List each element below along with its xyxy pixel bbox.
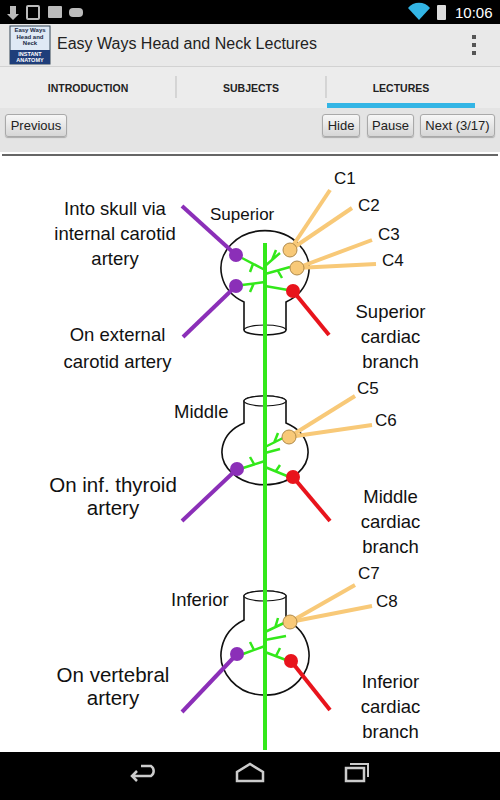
battery-icon <box>437 5 446 20</box>
ganglion-name: Middle <box>174 401 229 423</box>
callout-number: C3 <box>378 225 408 245</box>
nav-bar <box>0 752 500 800</box>
home-icon <box>237 764 263 781</box>
toolbar-button: Next (3/17) <box>420 114 495 137</box>
callout-number: C5 <box>357 379 387 399</box>
cardiac-note: Superior cardiac branch <box>343 299 438 374</box>
spinal-ramus <box>290 606 372 622</box>
artery-branch <box>183 286 236 337</box>
menu-dot <box>472 43 476 47</box>
menu-dot <box>472 51 476 55</box>
cardiac-branch <box>293 477 330 521</box>
app-icon <box>10 26 50 64</box>
tab-label: LECTURES <box>326 81 476 95</box>
ganglion-name: Superior <box>210 205 274 225</box>
cardiac-note: Inferior cardiac branch <box>343 669 438 744</box>
toolbar-button: Hide <box>322 114 360 137</box>
app-title: Easy Ways Head and Neck Lectures <box>57 35 317 53</box>
back-icon <box>132 766 154 781</box>
artery-note: Into skull via internal carotid artery <box>40 196 190 271</box>
icon-text: INSTANT ANATOMY <box>10 51 50 63</box>
branch-lines <box>182 190 376 712</box>
toolbar-button: Pause <box>367 114 414 137</box>
callout-number: C4 <box>382 251 412 271</box>
button-label: Next (3/17) <box>425 118 489 133</box>
toolbar-button: Previous <box>5 114 67 137</box>
ganglion-outline <box>221 231 309 337</box>
spinal-ramus <box>290 585 355 622</box>
tab-divider <box>0 66 500 67</box>
callout-number: C6 <box>375 411 405 431</box>
status-bar <box>0 0 500 24</box>
tab-separator <box>326 76 327 98</box>
media-icon <box>48 6 62 18</box>
cardiac-branch <box>293 291 329 335</box>
gamepad-icon <box>69 8 83 17</box>
content-divider <box>2 154 498 156</box>
tab-label: INTRODUCTION <box>0 81 176 95</box>
tab-indicator <box>327 103 475 108</box>
icon-text: Easy Ways Head and Neck <box>11 27 49 47</box>
button-label: Previous <box>11 118 62 133</box>
wifi-icon <box>408 3 430 20</box>
callout-number: C1 <box>334 169 364 189</box>
overflow-menu <box>472 35 476 55</box>
clipboard-icon <box>27 6 39 19</box>
recents-icon <box>346 768 364 781</box>
menu-dot <box>472 35 476 39</box>
ganglion-shape <box>220 222 310 337</box>
download-icon <box>7 6 19 20</box>
callout-number: C2 <box>358 196 388 216</box>
ganglion-outline <box>222 393 308 493</box>
button-label: Hide <box>328 118 355 133</box>
trunk-connector <box>263 337 267 393</box>
tab-label: SUBJECTS <box>176 81 326 95</box>
ganglion-shape <box>220 393 310 493</box>
cardiac-note: Middle cardiac branch <box>343 484 438 559</box>
ganglion-shape <box>220 588 310 703</box>
action-bar <box>0 24 500 66</box>
button-label: Pause <box>372 118 409 133</box>
artery-branch <box>182 469 237 521</box>
app-icon-band <box>10 50 50 64</box>
ganglion: Middle <box>220 393 310 493</box>
ganglion-outline <box>221 588 309 703</box>
recents-icon-back <box>350 764 368 777</box>
ganglion-name: Inferior <box>171 589 229 611</box>
button-row <box>0 108 500 152</box>
artery-note: On external carotid artery <box>45 321 190 375</box>
ganglion: Inferior <box>220 588 310 703</box>
ganglion: Superior <box>220 222 310 337</box>
status-time: 10:06 <box>455 4 497 21</box>
sympathetic-trunk <box>263 703 267 750</box>
artery-note: On inf. thyroid artery <box>28 473 198 519</box>
callout-number: C8 <box>376 592 406 612</box>
trunk-connector <box>263 493 267 588</box>
tab-bar <box>0 66 500 108</box>
artery-note: On vertebral artery <box>28 663 198 709</box>
callout-number: C7 <box>358 564 388 584</box>
tab-separator <box>176 76 177 98</box>
status-icons <box>7 6 83 20</box>
